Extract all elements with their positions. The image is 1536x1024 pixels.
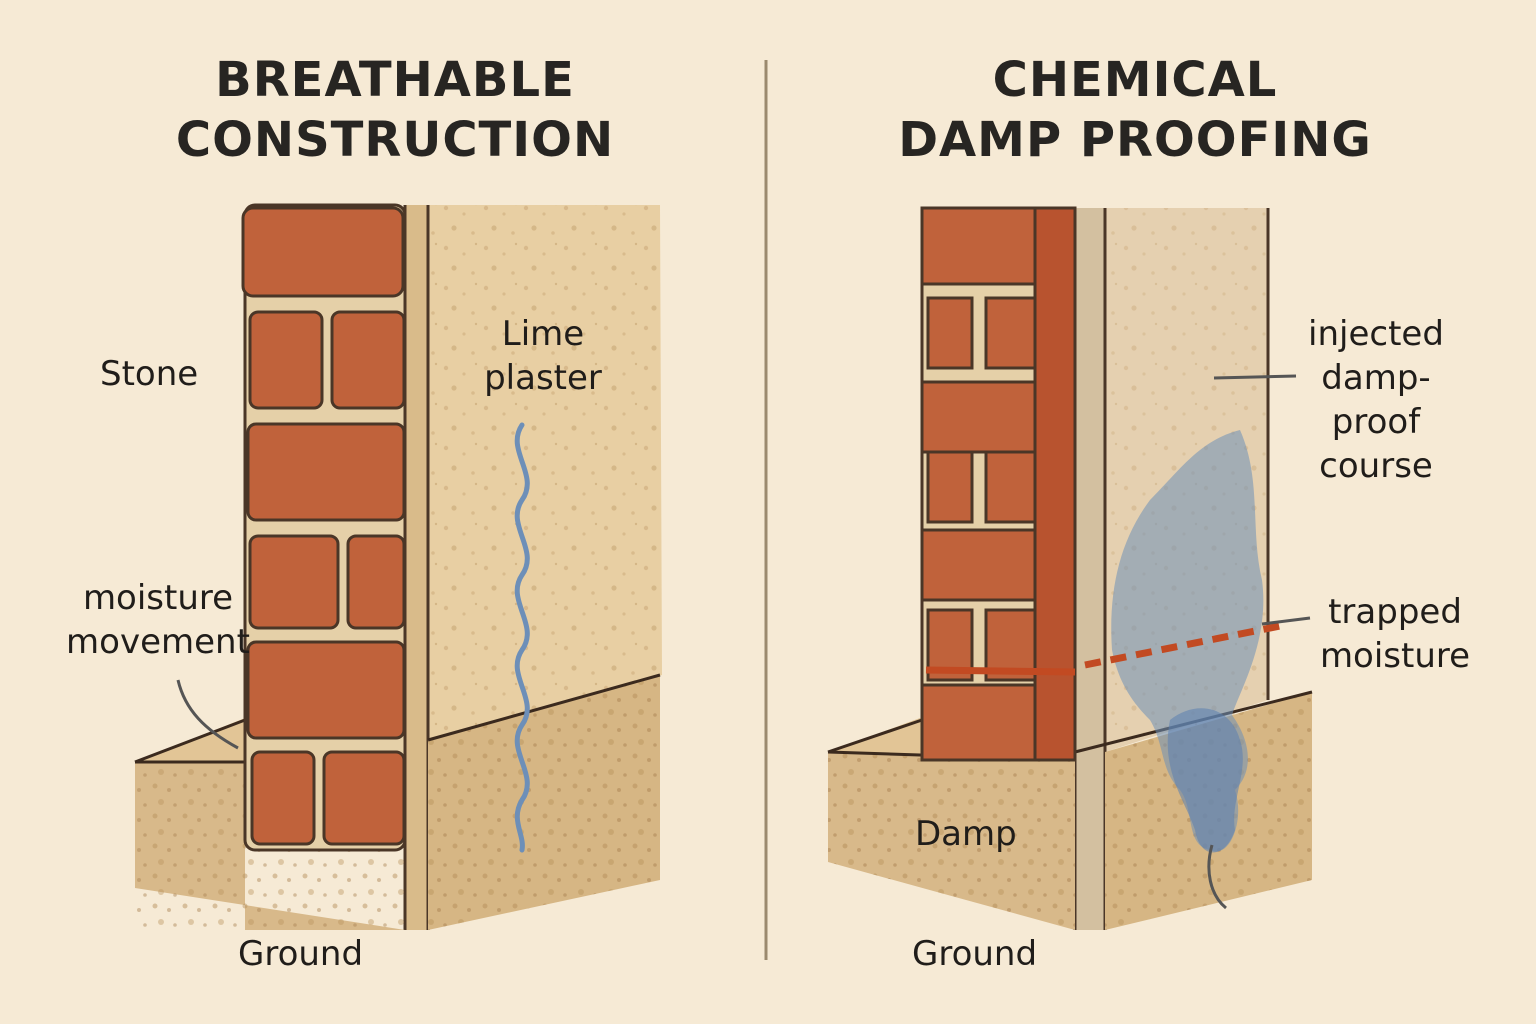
left-ground-label: Ground <box>238 934 364 974</box>
injected-dpc-label: injected damp- proof course <box>1296 312 1456 488</box>
damp-leader <box>1207 844 1227 910</box>
injected-leader <box>1213 374 1297 380</box>
trapped-moisture-label: trapped moisture <box>1310 590 1480 678</box>
moisture-movement-line2: movement <box>66 622 250 662</box>
right-title-line2: DAMP PROOFING <box>898 112 1372 168</box>
left-title-line2: CONSTRUCTION <box>175 112 615 168</box>
right-wall-illustration <box>827 206 1313 930</box>
moisture-movement-leader <box>176 679 239 750</box>
lime-plaster-label-line1: Lime <box>501 314 585 354</box>
dpc-solid-line <box>925 666 1076 676</box>
stone-label: Stone <box>100 354 199 394</box>
right-title: CHEMICAL DAMP PROOFING <box>880 50 1390 170</box>
brick-column-side <box>1033 206 1077 762</box>
left-wall-illustration <box>134 203 662 930</box>
injected-dpc-line3: proof <box>1331 402 1421 442</box>
left-title-line1: BREATHABLE <box>215 52 575 108</box>
right-ground-label: Ground <box>912 934 1038 974</box>
left-title: BREATHABLE CONSTRUCTION <box>140 50 650 170</box>
lime-plaster-label: Lime plaster <box>478 312 608 400</box>
moisture-path-line <box>514 422 530 853</box>
moisture-movement-line1: moisture <box>82 578 234 618</box>
trapped-moisture-line1: trapped <box>1328 592 1462 632</box>
right-title-line1: CHEMICAL <box>992 52 1278 108</box>
moisture-movement-label: moisture movement <box>60 576 256 664</box>
injected-dpc-line1: injected <box>1308 314 1444 354</box>
lime-plaster-label-line2: plaster <box>484 358 602 398</box>
dpc-dashed-line <box>1084 622 1281 669</box>
injected-dpc-line2: damp- <box>1321 358 1431 398</box>
damp-label: Damp <box>915 814 1017 854</box>
trapped-moisture-line2: moisture <box>1319 636 1471 676</box>
trapped-leader <box>1261 616 1311 626</box>
injected-dpc-line4: course <box>1319 446 1433 486</box>
